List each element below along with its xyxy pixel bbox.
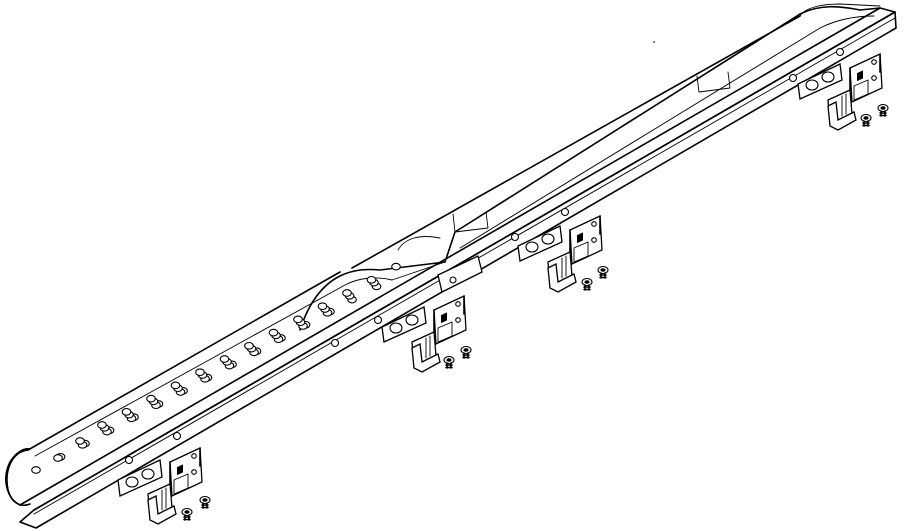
rail-screw	[560, 207, 570, 217]
tread-hole	[31, 466, 41, 474]
rail-screw	[835, 47, 845, 57]
bolt	[443, 355, 455, 369]
tread-hole	[146, 394, 156, 403]
rail-screw	[788, 73, 798, 83]
bolt	[877, 103, 889, 117]
spacer-plate	[381, 306, 427, 343]
bolt	[460, 345, 472, 359]
bolt	[597, 265, 609, 279]
mounting-bracket	[547, 215, 603, 293]
spacer-plate	[117, 459, 163, 497]
spacer-plate	[517, 225, 563, 262]
joint-screw	[449, 276, 457, 284]
bolts	[181, 103, 889, 521]
board-right-curve	[799, 3, 881, 17]
mounting-bracket	[147, 447, 203, 525]
bolt	[581, 277, 593, 291]
tread-hole	[75, 437, 85, 445]
board-end-cap	[5, 448, 31, 506]
tread-hole	[391, 262, 401, 271]
mounting-brackets	[147, 53, 883, 525]
board-joint-plate	[437, 255, 483, 293]
tread-hole	[97, 421, 107, 429]
spacer-plate	[797, 63, 843, 100]
tread-hole	[195, 368, 205, 377]
board-front-rail-top	[19, 7, 896, 511]
rail-screw	[124, 455, 134, 465]
tread-holes	[31, 262, 401, 474]
speck	[653, 41, 655, 43]
board-divider-2	[696, 71, 731, 93]
spacer-plates	[117, 63, 843, 497]
tread-hole	[342, 289, 352, 297]
mounting-bracket	[827, 53, 883, 131]
board-rear-rail	[27, 15, 801, 451]
tread-hole	[317, 302, 328, 311]
bolt	[199, 495, 211, 509]
tread-hole	[170, 381, 181, 390]
board-middle-curve	[397, 236, 441, 251]
tread-hole	[219, 355, 230, 363]
tread-hole	[366, 275, 377, 284]
tread-hole	[121, 407, 132, 416]
rail-screw	[373, 315, 383, 325]
rail-screw	[172, 431, 182, 441]
rail-screw	[510, 232, 520, 242]
board-back-edge	[6, 5, 881, 506]
bolt	[860, 113, 872, 127]
tread-hole	[268, 328, 279, 337]
step-board	[5, 3, 897, 529]
rail-screw	[330, 338, 340, 348]
rail-screws	[124, 47, 845, 465]
tread-hole	[244, 341, 254, 350]
mounting-bracket	[411, 295, 467, 373]
bolt	[181, 507, 193, 521]
tread-hole	[53, 454, 63, 462]
tread-hole	[293, 315, 303, 324]
board-divider-1	[452, 211, 489, 233]
